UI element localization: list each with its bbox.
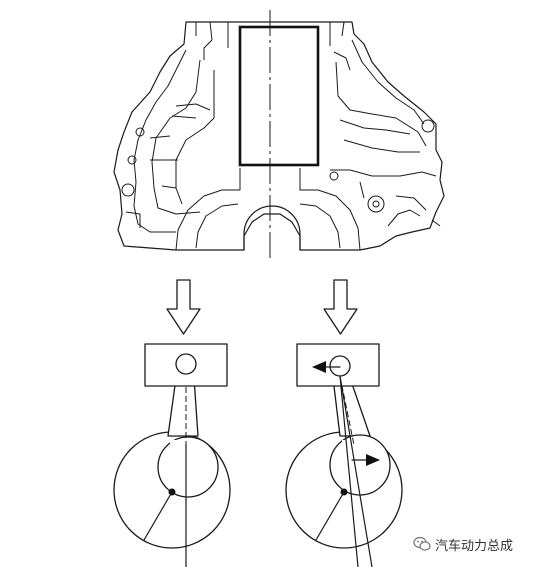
engine-block	[113, 10, 445, 258]
panel-normal	[113, 279, 231, 567]
panel-offset	[285, 279, 403, 567]
down-arrow-icon	[323, 279, 358, 335]
watermark-text: 汽车动力总成	[435, 538, 514, 554]
wechat-logo-icon	[413, 536, 431, 551]
left-arrow-icon	[312, 361, 326, 373]
watermark: 汽车动力总成	[413, 534, 513, 554]
down-arrow-icon	[166, 279, 201, 335]
right-arrow-icon	[366, 454, 380, 466]
